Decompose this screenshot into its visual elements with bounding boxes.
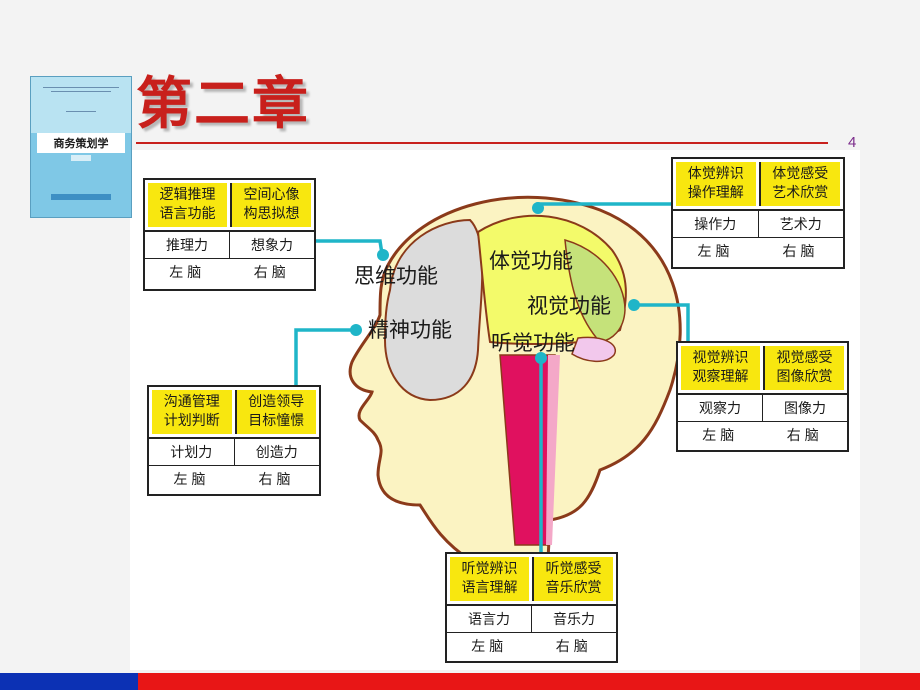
dot-hearing xyxy=(535,352,547,364)
footer-bar-red xyxy=(138,673,920,690)
connector-dots xyxy=(350,202,640,364)
ability-right: 艺术力 xyxy=(757,211,844,237)
cell-thinking-left: 逻辑推理语言功能 xyxy=(148,183,227,227)
page-number: 4 xyxy=(848,134,857,151)
text-line: 听觉感受 xyxy=(545,561,602,577)
text-line: 操作理解 xyxy=(687,185,744,201)
text-line: 听觉辨识 xyxy=(461,561,518,577)
dot-spirit xyxy=(350,324,362,336)
ability-left: 观察力 xyxy=(699,401,741,417)
dot-body xyxy=(532,202,544,214)
ability-right: 想象力 xyxy=(229,232,314,258)
box-body-sense: 体觉辨识操作理解 体觉感受艺术欣赏 操作力 艺术力 左脑 右脑 xyxy=(671,157,845,269)
cell-spirit-left: 沟通管理计划判断 xyxy=(152,390,232,434)
cell-body-right: 体觉感受艺术欣赏 xyxy=(758,162,840,206)
left-brain-label: 左脑 xyxy=(471,639,508,655)
text-line: 语言理解 xyxy=(461,580,518,596)
right-brain-label: 右脑 xyxy=(253,265,290,281)
left-brain-label: 左脑 xyxy=(697,244,734,260)
box-hearing: 听觉辨识语言理解 听觉感受音乐欣赏 语言力 音乐力 左脑 右脑 xyxy=(445,552,618,663)
right-brain-label: 右脑 xyxy=(258,472,295,488)
text-line: 目标憧憬 xyxy=(248,413,305,429)
text-line: 空间心像 xyxy=(243,187,300,203)
text-line: 沟通管理 xyxy=(163,394,220,410)
box-vision: 视觉辨识观察理解 视觉感受图像欣赏 观察力 图像力 左脑 右脑 xyxy=(676,341,849,452)
connector-vision xyxy=(634,303,690,341)
text-line: 视觉感受 xyxy=(776,350,833,366)
ability-right: 音乐力 xyxy=(531,606,616,632)
title-underline xyxy=(136,142,828,144)
book-title: 商务策划学 xyxy=(53,137,109,150)
frontal-lobe xyxy=(383,218,484,402)
ability-left: 操作力 xyxy=(694,217,737,233)
cell-body-left: 体觉辨识操作理解 xyxy=(676,162,756,206)
footer-bar-blue xyxy=(0,673,138,690)
ability-right: 图像力 xyxy=(762,395,847,421)
cell-vision-left: 视觉辨识观察理解 xyxy=(681,346,760,390)
text-line: 计划判断 xyxy=(163,413,220,429)
text-line: 视觉辨识 xyxy=(692,350,749,366)
right-brain-label: 右脑 xyxy=(555,639,592,655)
cell-spirit-right: 创造领导目标憧憬 xyxy=(234,390,316,434)
left-brain-label: 左脑 xyxy=(173,472,210,488)
brain-stem-highlight xyxy=(546,355,560,545)
cell-thinking-right: 空间心像构思拟想 xyxy=(230,183,311,227)
label-body-sense-function: 体觉功能 xyxy=(489,249,573,273)
cell-hearing-left: 听觉辨识语言理解 xyxy=(450,557,529,601)
connector-spirit xyxy=(294,328,356,388)
dot-thinking xyxy=(377,249,389,261)
label-vision-function: 视觉功能 xyxy=(527,294,611,318)
left-brain-label: 左脑 xyxy=(169,265,206,281)
book-subtitle-mark xyxy=(71,155,91,161)
left-brain-label: 左脑 xyxy=(702,428,739,444)
book-cover-header xyxy=(31,77,131,133)
box-thinking: 逻辑推理语言功能 空间心像构思拟想 推理力 想象力 左脑 右脑 xyxy=(143,178,316,291)
text-line: 逻辑推理 xyxy=(159,187,216,203)
right-brain-label: 右脑 xyxy=(786,428,823,444)
book-cover-image: 商务策划学 xyxy=(30,76,132,218)
text-line: 图像欣赏 xyxy=(776,369,833,385)
ability-left: 计划力 xyxy=(170,445,213,461)
text-line: 构思拟想 xyxy=(243,206,300,222)
text-line: 音乐欣赏 xyxy=(545,580,602,596)
text-line: 体觉辨识 xyxy=(687,166,744,182)
book-publisher-band xyxy=(51,194,111,200)
text-line: 艺术欣赏 xyxy=(772,185,829,201)
ability-right: 创造力 xyxy=(233,439,320,465)
label-spirit-function: 精神功能 xyxy=(368,318,452,342)
text-line: 体觉感受 xyxy=(772,166,829,182)
text-line: 观察理解 xyxy=(692,369,749,385)
cerebellum xyxy=(571,336,617,362)
ability-left: 推理力 xyxy=(166,238,208,254)
box-spirit: 沟通管理计划判断 创造领导目标憧憬 计划力 创造力 左脑 右脑 xyxy=(147,385,321,496)
ability-left: 语言力 xyxy=(468,612,510,628)
dot-vision xyxy=(628,299,640,311)
book-title-bar: 商务策划学 xyxy=(37,133,125,153)
connector-thinking xyxy=(316,239,384,255)
cell-hearing-right: 听觉感受音乐欣赏 xyxy=(532,557,613,601)
chapter-title: 第二章 xyxy=(136,71,310,137)
text-line: 创造领导 xyxy=(248,394,305,410)
label-hearing-function: 听觉功能 xyxy=(491,331,575,355)
cell-vision-right: 视觉感受图像欣赏 xyxy=(763,346,844,390)
right-brain-label: 右脑 xyxy=(782,244,819,260)
occipital-lobe xyxy=(564,238,626,343)
label-thinking-function: 思维功能 xyxy=(354,264,438,288)
text-line: 语言功能 xyxy=(159,206,216,222)
